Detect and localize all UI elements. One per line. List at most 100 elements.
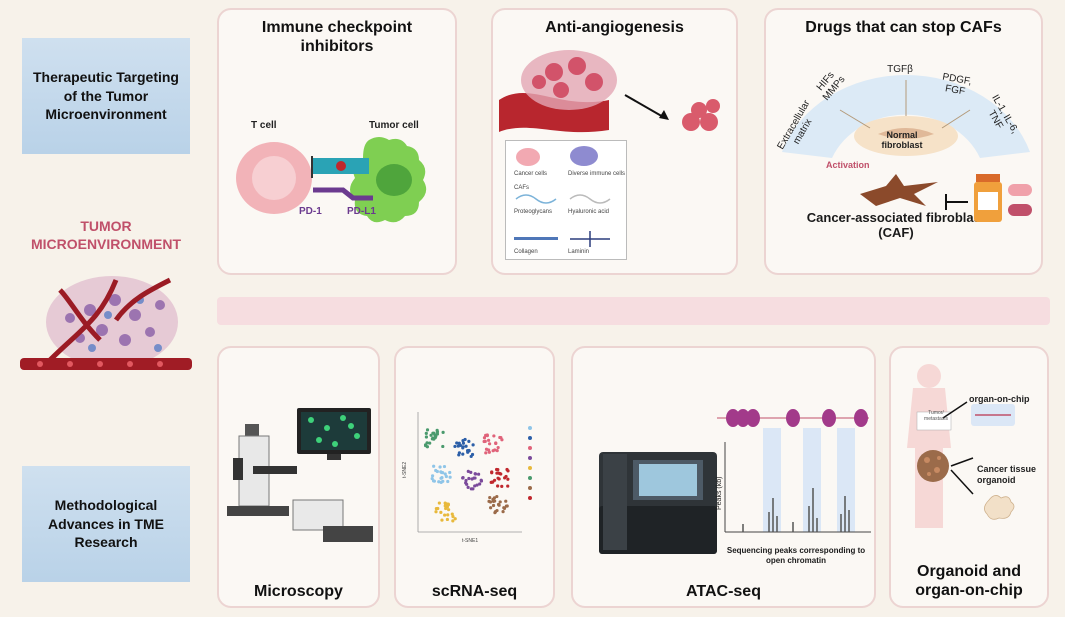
- tumor-metastasis-label: Tumor/ metastasis: [924, 410, 948, 422]
- tsne-dot: [463, 437, 467, 442]
- panel-title: scRNA-seq: [431, 583, 518, 600]
- tsne-x-label: t-SNE1: [462, 538, 478, 544]
- tsne-dot: [453, 444, 457, 449]
- tsne-dot: [443, 472, 447, 476]
- tsne-dot: [473, 472, 478, 476]
- peaks-y-label: Peaks (kb): [716, 477, 723, 510]
- tsne-dot: [506, 477, 510, 481]
- tsne-dot: [439, 480, 443, 485]
- tsne-dot: [446, 502, 450, 506]
- tsne-dot: [451, 519, 455, 523]
- tsne-dot: [488, 495, 492, 500]
- tsne-dot: [495, 471, 499, 475]
- legend-item: Proteoglycans: [514, 209, 553, 215]
- tsne-dot: [469, 470, 473, 474]
- t-cell-label: T cell: [251, 120, 277, 131]
- anti-angiogenesis-panel: Anti-angiogenesis Cancer cells Diverse i…: [491, 8, 738, 275]
- tsne-dot: [498, 500, 502, 504]
- tsne-dot: [464, 478, 468, 483]
- tsne-dot: [492, 434, 496, 438]
- tsne-dot: [446, 513, 450, 517]
- tsne-dot: [433, 436, 437, 440]
- tsne-dot: [442, 464, 447, 469]
- tsne-dot: [440, 518, 444, 522]
- tsne-dot: [434, 510, 438, 514]
- tsne-dot: [438, 465, 442, 469]
- tsne-dot: [491, 480, 495, 484]
- tsne-dot: [497, 477, 501, 481]
- tsne-dot: [479, 478, 483, 482]
- tsne-dot: [496, 502, 501, 507]
- tsne-dot: [475, 483, 479, 487]
- tsne-dot: [486, 448, 491, 452]
- pd1-label: PD-1: [299, 206, 322, 217]
- legend-item: CAFs: [514, 185, 529, 191]
- checkpoint-inhibitors-panel: Immune checkpoint inhibitors T cell Tumo…: [217, 8, 457, 275]
- tsne-dot: [444, 474, 448, 479]
- tsne-plot: t-SNE2 t-SNE1: [402, 412, 532, 544]
- atac-peaks-chart: Peaks (kb): [716, 409, 871, 533]
- legend-item: Cancer cells: [514, 171, 548, 177]
- tsne-dot: [493, 510, 497, 515]
- organoid-panel: Tumor/ metastasis organ-on-chip Cancer t…: [889, 346, 1049, 608]
- tsne-dot: [504, 474, 508, 479]
- section-divider: [217, 297, 1050, 325]
- organ-on-chip-label: organ-on-chip: [969, 394, 1030, 404]
- tsne-dot: [501, 510, 505, 514]
- normal-fibroblast-label: Normal fibroblast: [881, 130, 923, 150]
- tsne-dot: [432, 464, 436, 468]
- tsne-dot: [491, 503, 496, 508]
- caf-activation-illustration: [782, 75, 1030, 158]
- tsne-dot: [465, 482, 469, 486]
- panel-title: Microscopy: [254, 583, 343, 600]
- panel-title: Immune checkpoint inhibitors: [261, 19, 413, 56]
- microscopy-panel: Microscopy: [217, 346, 380, 608]
- tsne-dot: [461, 452, 465, 456]
- tsne-dot: [496, 445, 500, 450]
- caf-drugs-panel: Drugs that can stop CAFs Extracellular m…: [764, 8, 1043, 275]
- tsne-dot: [443, 501, 447, 505]
- tsne-dot: [464, 444, 468, 448]
- tsne-dot: [495, 449, 499, 453]
- tsne-dot: [434, 506, 438, 511]
- sequencer-icon: [599, 452, 717, 554]
- tsne-dot: [466, 469, 470, 473]
- tsne-dot: [491, 497, 495, 501]
- panel-title: Organoid and organ-on-chip: [915, 563, 1023, 600]
- caf-cell-icon: [860, 174, 938, 206]
- vessel-tumor-illustration: [499, 50, 720, 133]
- tsne-dot: [428, 441, 432, 445]
- tsne-dot: [499, 472, 503, 476]
- tsne-dot: [487, 438, 491, 442]
- tsne-dot: [467, 476, 471, 481]
- legend-item: Laminin: [568, 249, 590, 255]
- scrna-seq-panel: t-SNE2 t-SNE1 scRNA-seq: [394, 346, 555, 608]
- tsne-y-label: t-SNE2: [402, 462, 408, 478]
- tsne-dot: [498, 435, 502, 440]
- tsne-dot: [467, 439, 471, 443]
- tumor-cell-label: Tumor cell: [369, 120, 419, 131]
- tsne-dot: [496, 467, 500, 472]
- therapeutic-targeting-label: Therapeutic Targeting of the Tumor Micro…: [22, 38, 190, 154]
- tsne-dot: [446, 479, 450, 484]
- tsne-dot: [440, 470, 445, 475]
- tsne-dot: [443, 513, 447, 517]
- tsne-dot: [506, 484, 510, 488]
- tsne-dot: [504, 499, 508, 503]
- tsne-dot: [441, 430, 445, 435]
- tsne-dot: [471, 443, 475, 447]
- tsne-dot: [434, 468, 438, 473]
- tsne-dot: [466, 485, 470, 489]
- tsne-dot: [437, 480, 441, 484]
- checkpoint-illustration: [236, 137, 427, 223]
- tsne-dot: [470, 452, 475, 457]
- tsne-dot: [466, 450, 470, 454]
- pdl1-label: PD-L1: [347, 206, 376, 217]
- tsne-dot: [469, 487, 473, 491]
- tsne-dot: [484, 451, 488, 455]
- tsne-dot: [487, 499, 491, 503]
- tsne-dot: [451, 514, 455, 519]
- tsne-dot: [495, 508, 499, 513]
- tsne-dot: [482, 436, 487, 440]
- methodological-advances-label: Methodological Advances in TME Research: [22, 466, 190, 582]
